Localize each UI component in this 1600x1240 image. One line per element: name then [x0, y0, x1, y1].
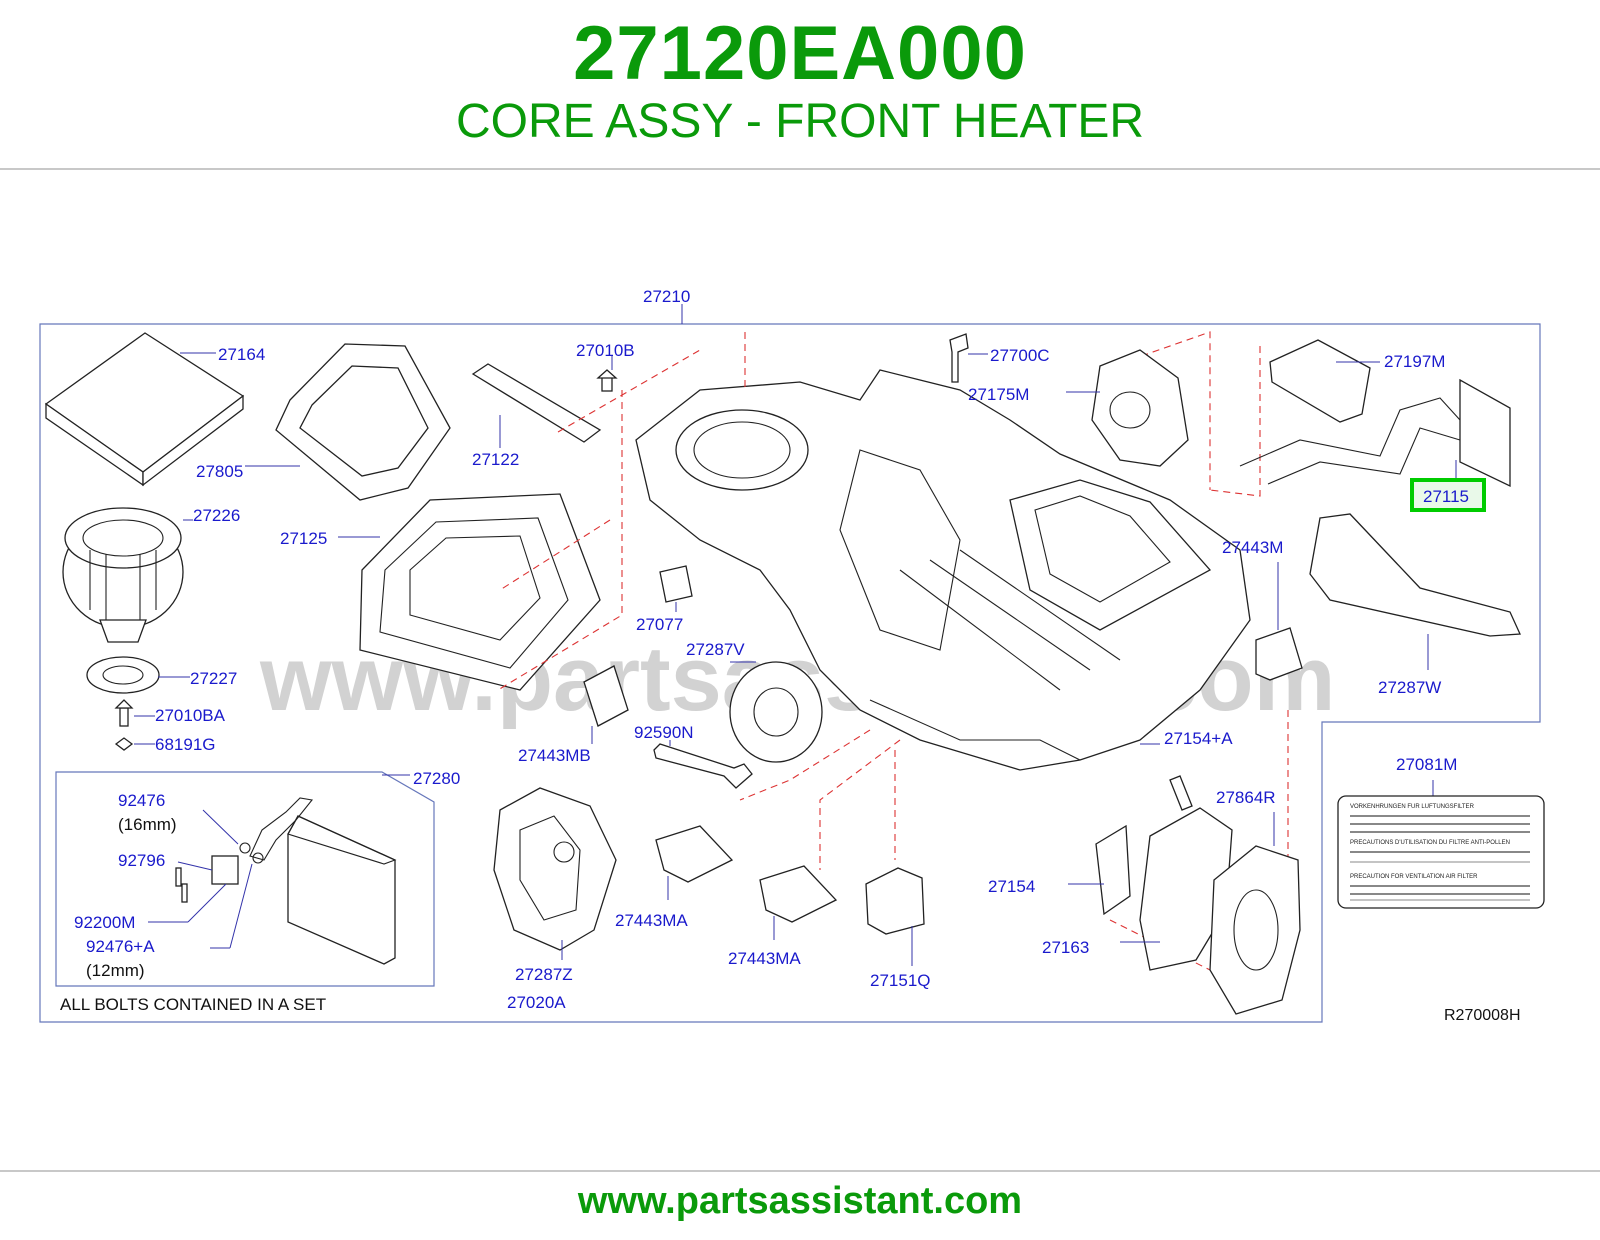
label-card-line2: PRECAUTIONS D'UTILISATION DU FILTRE ANTI…	[1350, 840, 1510, 846]
gasket-ring-part	[729, 661, 823, 763]
bracket-part	[1269, 339, 1371, 423]
assembly-line	[819, 739, 901, 870]
heater-core-part	[1239, 378, 1511, 488]
diagram-reference-code: R270008H	[1444, 1007, 1521, 1024]
heater-housing-part	[635, 369, 1251, 771]
label-27227[interactable]: 27227	[190, 669, 237, 688]
label-27864R[interactable]: 27864R	[1216, 788, 1276, 807]
footer-website-link[interactable]: www.partsassistant.com	[577, 1180, 1023, 1222]
evaporator-part	[175, 797, 397, 965]
label-27010B[interactable]: 27010B	[576, 341, 635, 360]
label-27122[interactable]: 27122	[472, 450, 519, 469]
filter-frame-part	[275, 343, 451, 501]
parts-diagram: www.partsassistant.com 27210 27164 27805…	[39, 287, 1545, 1024]
label-27020A[interactable]: 27020A	[507, 993, 566, 1012]
mode-case-part	[1091, 349, 1189, 467]
label-27210[interactable]: 27210	[643, 287, 690, 306]
label-27154[interactable]: 27154	[988, 877, 1035, 896]
resistor-part	[865, 867, 925, 935]
label-27443MB[interactable]: 27443MB	[518, 746, 591, 765]
label-92476A[interactable]: 92476+A	[86, 937, 155, 956]
actuator-m-part	[1255, 627, 1303, 681]
label-27154A[interactable]: 27154+A	[1164, 729, 1233, 748]
actuator-ma2-part	[759, 865, 838, 923]
label-27164[interactable]: 27164	[218, 345, 265, 364]
duct-part	[493, 787, 617, 951]
label-27175M[interactable]: 27175M	[968, 385, 1029, 404]
label-27010BA[interactable]: 27010BA	[155, 706, 226, 725]
assembly-line	[497, 390, 623, 691]
screw-part	[114, 699, 134, 727]
leader-92200M-b	[187, 883, 227, 923]
label-92476[interactable]: 92476	[118, 791, 165, 810]
assembly-line	[499, 519, 611, 591]
blend-door-part	[1095, 807, 1301, 1015]
header-divider	[0, 168, 1600, 170]
label-27197M[interactable]: 27197M	[1384, 352, 1445, 371]
blower-ring-part	[86, 656, 160, 694]
header: 27120EA000 CORE ASSY - FRONT HEATER	[0, 0, 1600, 168]
label-27700C[interactable]: 27700C	[990, 346, 1050, 365]
label-27287V[interactable]: 27287V	[686, 640, 745, 659]
hose-part	[653, 743, 753, 789]
label-card-line1: VORKENHRUNGEN FUR LUFTUNGSFILTER	[1350, 804, 1475, 810]
bolts-set-note: ALL BOLTS CONTAINED IN A SET	[60, 995, 326, 1014]
footer-divider	[0, 1170, 1600, 1172]
blower-motor-part	[62, 507, 184, 643]
lever-part	[1169, 775, 1193, 811]
assembly-line	[557, 349, 701, 433]
relay-part	[659, 565, 693, 603]
assembly-line	[1209, 346, 1261, 497]
label-27125[interactable]: 27125	[280, 529, 327, 548]
seal-strip-part	[471, 363, 602, 443]
label-92796[interactable]: 92796	[118, 851, 165, 870]
label-27805[interactable]: 27805	[196, 462, 243, 481]
label-27443MA-1[interactable]: 27443MA	[615, 911, 688, 930]
seal-frame-part	[1309, 513, 1521, 637]
cabin-filter-part	[44, 332, 245, 487]
actuator-mb-part	[583, 665, 629, 727]
label-27287W[interactable]: 27287W	[1378, 678, 1441, 697]
note-16mm: (16mm)	[118, 815, 177, 834]
label-27443MA-2[interactable]: 27443MA	[728, 949, 801, 968]
main-frame	[39, 323, 1541, 1023]
label-card-line3: PRECAUTION FOR VENTILATION AIR FILTER	[1350, 874, 1478, 880]
part-title: CORE ASSY - FRONT HEATER	[455, 95, 1145, 148]
highlight-box-27115	[1410, 478, 1486, 512]
evaporator-inset-frame	[55, 771, 435, 987]
leader-92796	[177, 861, 213, 871]
intake-unit-part	[359, 493, 601, 691]
bolt-part	[596, 369, 618, 392]
note-12mm: (12mm)	[86, 961, 145, 980]
clip-part	[114, 737, 134, 751]
assembly-line	[1129, 331, 1211, 490]
label-68191G[interactable]: 68191G	[155, 735, 216, 754]
label-92590N[interactable]: 92590N	[634, 723, 694, 742]
label-27081M[interactable]: 27081M	[1396, 755, 1457, 774]
label-27163[interactable]: 27163	[1042, 938, 1089, 957]
label-27077[interactable]: 27077	[636, 615, 683, 634]
label-27151Q[interactable]: 27151Q	[870, 971, 931, 990]
label-27226[interactable]: 27226	[193, 506, 240, 525]
label-92200M[interactable]: 92200M	[74, 913, 135, 932]
label-27443M[interactable]: 27443M	[1222, 538, 1283, 557]
leader-92476	[202, 809, 239, 845]
label-27280[interactable]: 27280	[413, 769, 460, 788]
label-27115[interactable]: 27115	[1423, 487, 1469, 506]
warning-label-card: VORKENHRUNGEN FUR LUFTUNGSFILTER PRECAUT…	[1337, 795, 1545, 909]
label-27287Z[interactable]: 27287Z	[515, 965, 573, 984]
sensor-part	[949, 333, 969, 383]
part-number: 27120EA000	[573, 11, 1027, 96]
leader-92476A-b	[229, 863, 253, 949]
actuator-ma1-part	[655, 825, 734, 883]
